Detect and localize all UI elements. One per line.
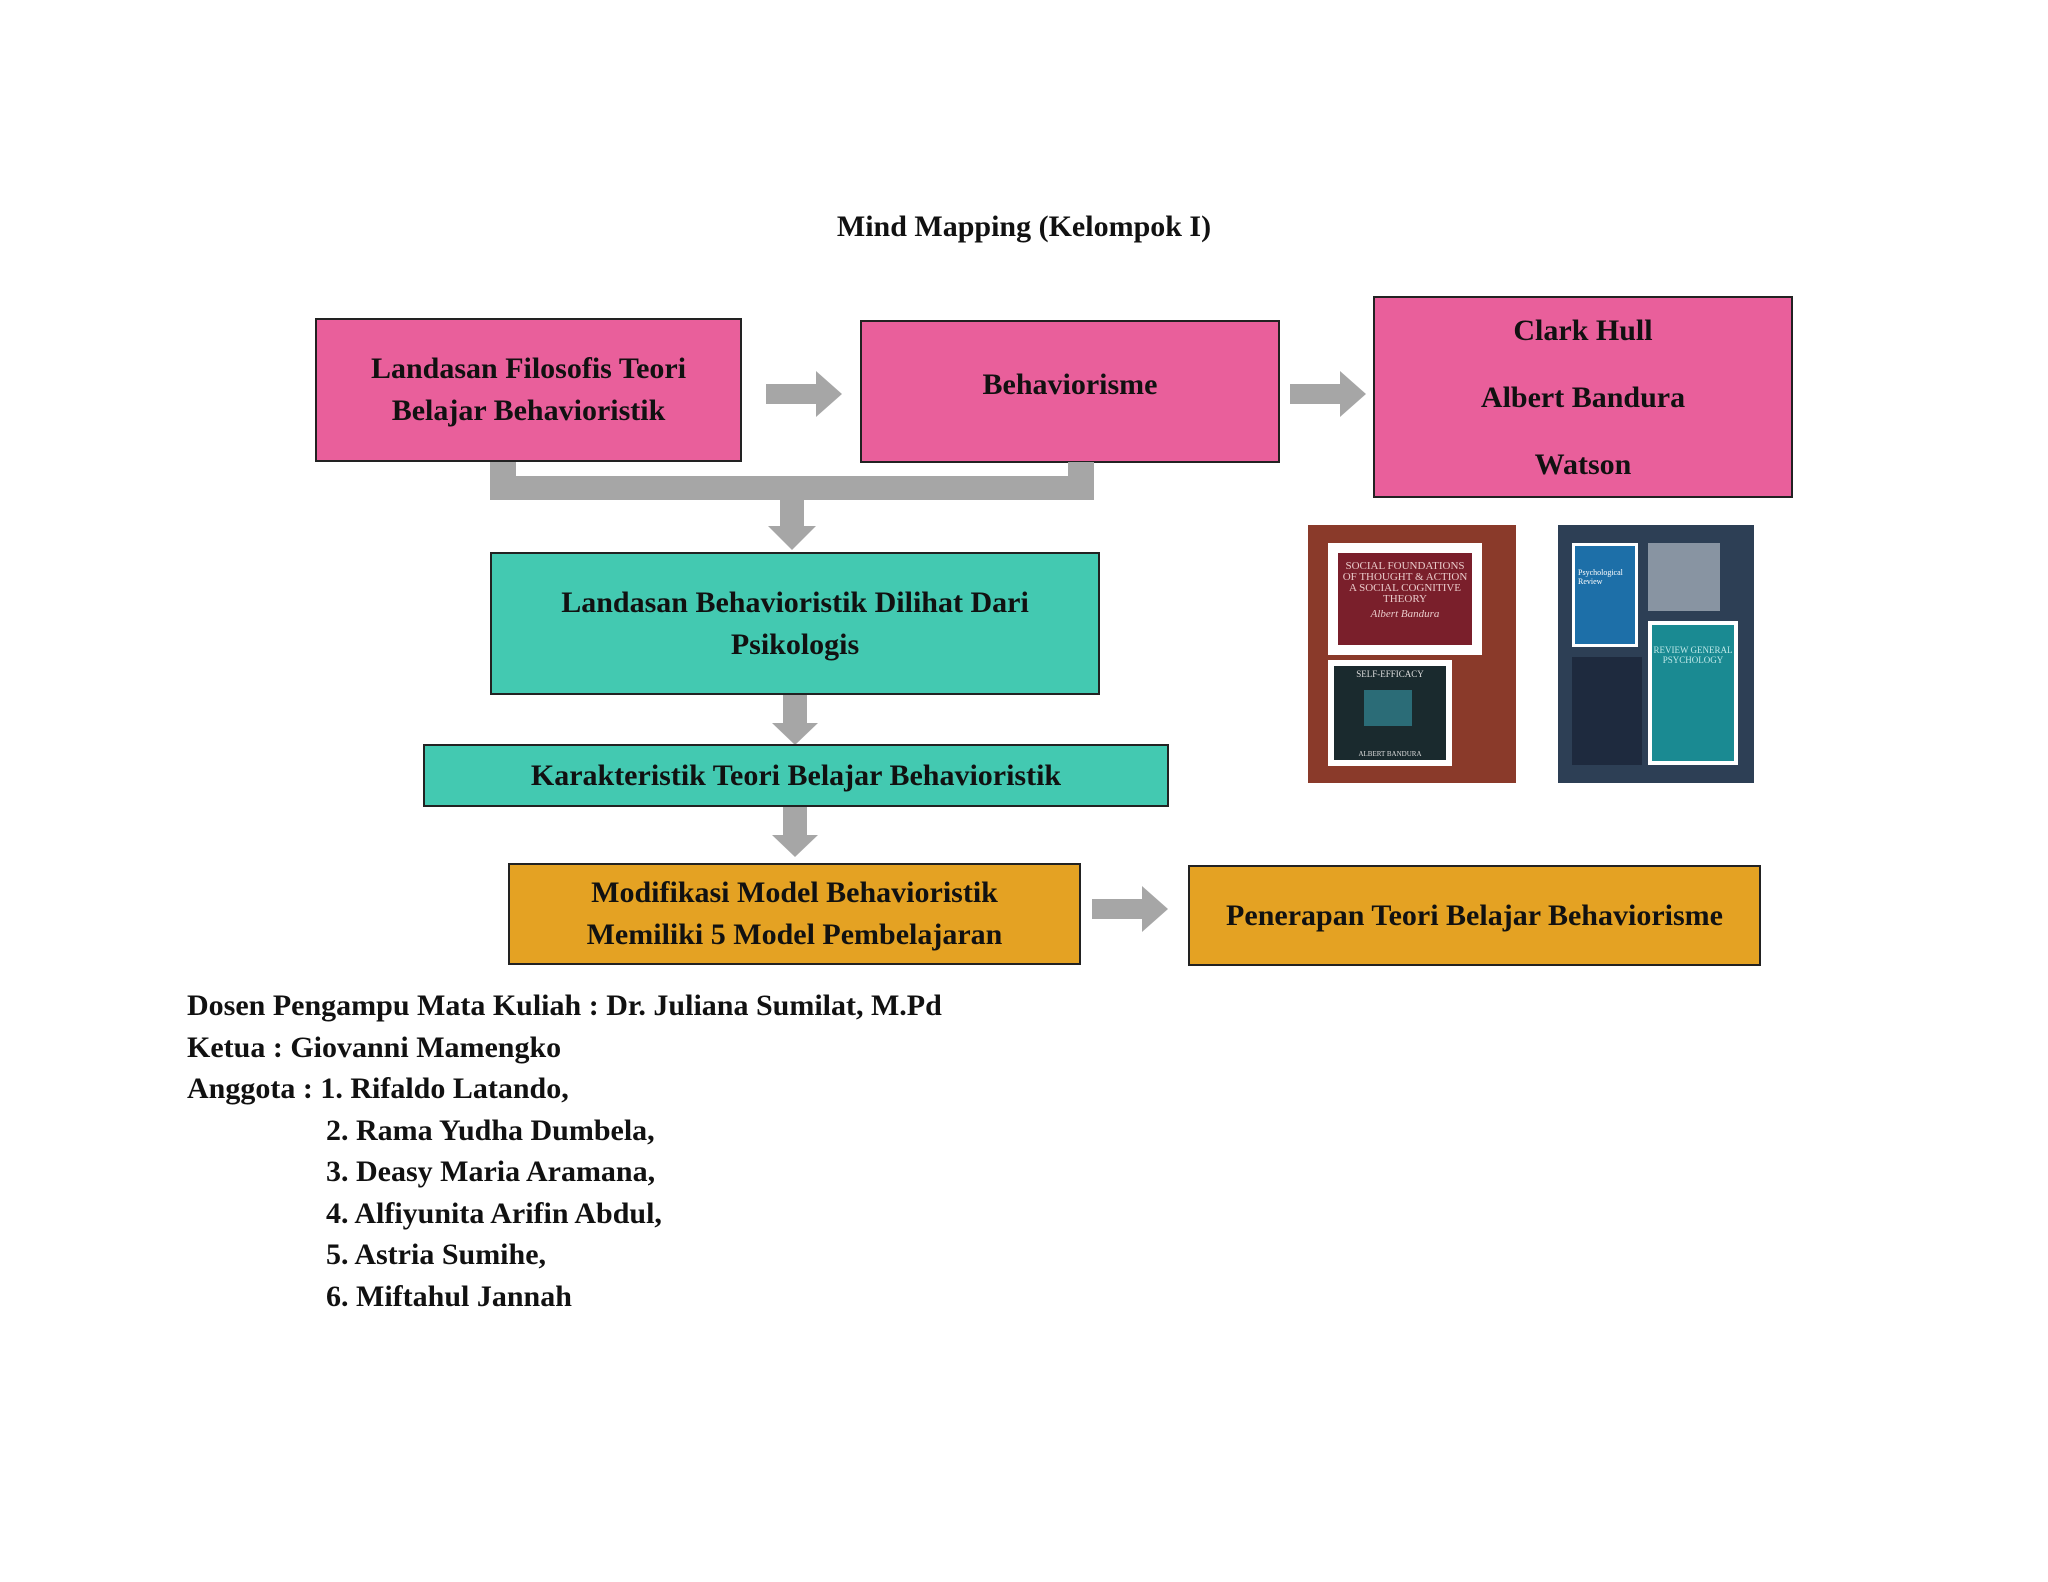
cover-art: REVIEW GENERAL PSYCHOLOGY	[1652, 625, 1734, 761]
journal-cover-psychological-review: Psychological Review	[1572, 543, 1638, 647]
member-item: 3. Deasy Maria Aramana,	[326, 1155, 656, 1188]
arrow-right-icon	[766, 371, 842, 417]
box-line: Memiliki 5 Model Pembelajaran	[586, 918, 1003, 951]
box-line: Modifikasi Model Behavioristik	[591, 876, 998, 909]
box-tokoh: Clark Hull Albert Bandura Watson	[1373, 296, 1793, 498]
box-line: Penerapan Teori Belajar Behaviorisme	[1226, 898, 1723, 932]
merge-arrow-icon	[490, 462, 1094, 550]
arrow-down-icon	[772, 695, 818, 745]
member-item: 4. Alfiyunita Arifin Abdul,	[326, 1196, 662, 1230]
page-title: Mind Mapping (Kelompok I)	[836, 210, 1212, 243]
journal-cover-placeholder	[1648, 543, 1720, 611]
box-karakteristik: Karakteristik Teori Belajar Behavioristi…	[423, 744, 1169, 807]
box-line: Albert Bandura	[1480, 380, 1686, 414]
anggota-line: Anggota : 1. Rifaldo Latando,	[187, 1072, 569, 1105]
cover-art: SELF-EFFICACY ALBERT BANDURA	[1334, 666, 1446, 760]
box-landasan-psikologis: Landasan Behavioristik Dilihat Dari Psik…	[490, 552, 1100, 695]
arrow-down-icon	[772, 807, 818, 857]
box-landasan-filosofis: Landasan Filosofis Teori Belajar Behavio…	[315, 318, 742, 462]
cover-title: Psychological Review	[1578, 568, 1623, 586]
box-line: Behaviorisme	[982, 368, 1158, 401]
box-line: Landasan Filosofis Teori	[370, 352, 687, 385]
box-line: Landasan Behavioristik Dilihat Dari	[561, 585, 1029, 619]
group-info: Dosen Pengampu Mata Kuliah : Dr. Juliana…	[187, 985, 942, 1317]
book-cover-self-efficacy: SELF-EFFICACY ALBERT BANDURA	[1328, 660, 1452, 766]
member-item: 2. Rama Yudha Dumbela,	[326, 1113, 655, 1147]
member-item: 5. Astria Sumihe,	[326, 1238, 547, 1271]
book-covers-journals: Psychological Review REVIEW GENERAL PSYC…	[1558, 525, 1754, 783]
cover-title: SELF-EFFICACY	[1356, 669, 1424, 679]
box-line: Clark Hull	[1513, 313, 1653, 347]
dosen-line: Dosen Pengampu Mata Kuliah : Dr. Juliana…	[187, 989, 942, 1022]
box-line: Karakteristik Teori Belajar Behavioristi…	[530, 758, 1062, 792]
ketua-line: Ketua : Giovanni Mamengko	[187, 1030, 562, 1064]
arrow-right-icon	[1290, 371, 1366, 417]
box-line: Watson	[1534, 447, 1632, 481]
box-penerapan: Penerapan Teori Belajar Behaviorisme	[1188, 865, 1761, 966]
box-modifikasi: Modifikasi Model Behavioristik Memiliki …	[508, 863, 1081, 965]
cover-author: ALBERT BANDURA	[1358, 750, 1422, 758]
book-cover-social-foundations: SOCIAL FOUNDATIONS OF THOUGHT & ACTION A…	[1328, 543, 1482, 655]
journal-cover-review-general-psychology: REVIEW GENERAL PSYCHOLOGY	[1648, 621, 1738, 765]
cover-graphic	[1364, 690, 1412, 726]
member-item: 6. Miftahul Jannah	[326, 1279, 572, 1313]
journal-cover-dark-block	[1572, 657, 1642, 765]
arrow-right-icon	[1092, 886, 1168, 932]
cover-author: Albert Bandura	[1370, 608, 1440, 620]
box-line: Belajar Behavioristik	[391, 394, 666, 427]
cover-art: SOCIAL FOUNDATIONS OF THOUGHT & ACTION A…	[1338, 553, 1472, 645]
box-line: Psikologis	[730, 627, 860, 661]
cover-title: REVIEW GENERAL PSYCHOLOGY	[1653, 645, 1733, 665]
cover-title: SOCIAL FOUNDATIONS OF THOUGHT & ACTION A…	[1342, 560, 1468, 605]
cover-art: Psychological Review	[1575, 546, 1635, 644]
book-covers-bandura: SOCIAL FOUNDATIONS OF THOUGHT & ACTION A…	[1308, 525, 1516, 783]
box-behaviorisme: Behaviorisme	[860, 320, 1280, 463]
